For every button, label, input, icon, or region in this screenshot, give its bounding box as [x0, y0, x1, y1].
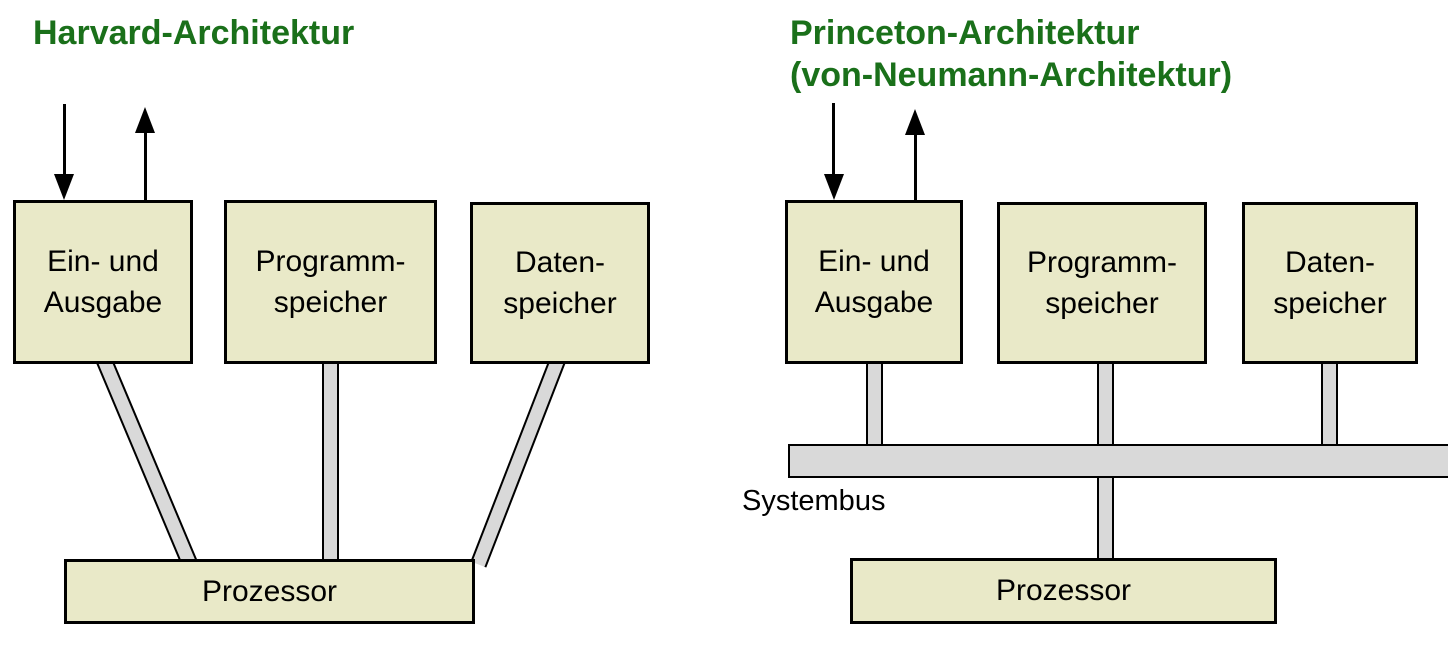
box-label-line: Daten- [1284, 246, 1376, 279]
princeton-data-bus-connector [1321, 363, 1338, 447]
box-label-line: Programm- [255, 245, 406, 278]
harvard-program-memory-box: Programm- speicher [224, 200, 437, 364]
princeton-io-bus-connector [866, 363, 883, 447]
princeton-program-memory-box: Programm- speicher [997, 202, 1207, 364]
princeton-title: Princeton-Architektur (von-Neumann-Archi… [790, 12, 1232, 96]
up-arrow-head-icon [135, 107, 155, 133]
box-label-line: speicher [1273, 287, 1387, 320]
system-bus-label: Systembus [742, 485, 886, 517]
princeton-data-memory-box: Daten- speicher [1242, 202, 1418, 364]
harvard-program-processor-connector [322, 363, 339, 559]
box-label-line: Programm- [1026, 246, 1177, 279]
up-arrow-line-icon [914, 133, 917, 200]
processor-label: Prozessor [201, 574, 338, 608]
princeton-processor-box: Prozessor [850, 558, 1277, 624]
up-arrow-line-icon [144, 131, 147, 200]
harvard-io-processor-connector [95, 355, 198, 567]
harvard-data-memory-box: Daten- speicher [470, 202, 650, 364]
harvard-io-box: Ein- und Ausgabe [13, 200, 193, 364]
down-arrow-head-icon [824, 174, 844, 200]
princeton-title-line1: Princeton-Architektur [790, 14, 1140, 52]
box-label-line: Daten- [514, 246, 606, 279]
box-label-line: speicher [503, 287, 617, 320]
princeton-program-bus-connector [1097, 363, 1114, 447]
box-label-line: speicher [1045, 287, 1159, 320]
down-arrow-line-icon [63, 104, 66, 178]
harvard-title: Harvard-Architektur [33, 14, 355, 52]
harvard-processor-box: Prozessor [64, 559, 475, 624]
box-label-line: speicher [273, 286, 388, 319]
up-arrow-head-icon [905, 109, 925, 135]
box-label-line: Ausgabe [814, 286, 934, 319]
princeton-title-line2: (von-Neumann-Architektur) [790, 56, 1233, 94]
princeton-bus-processor-connector [1097, 474, 1114, 560]
down-arrow-head-icon [54, 174, 74, 200]
princeton-io-box: Ein- und Ausgabe [785, 200, 963, 364]
box-label-line: Ein- und [818, 245, 930, 278]
down-arrow-line-icon [832, 103, 835, 177]
box-label-line: Ausgabe [43, 286, 163, 319]
box-label-line: Ein- und [47, 245, 159, 278]
system-bus-bar [788, 444, 1448, 478]
processor-label: Prozessor [995, 574, 1132, 607]
harvard-data-processor-connector [470, 354, 567, 568]
